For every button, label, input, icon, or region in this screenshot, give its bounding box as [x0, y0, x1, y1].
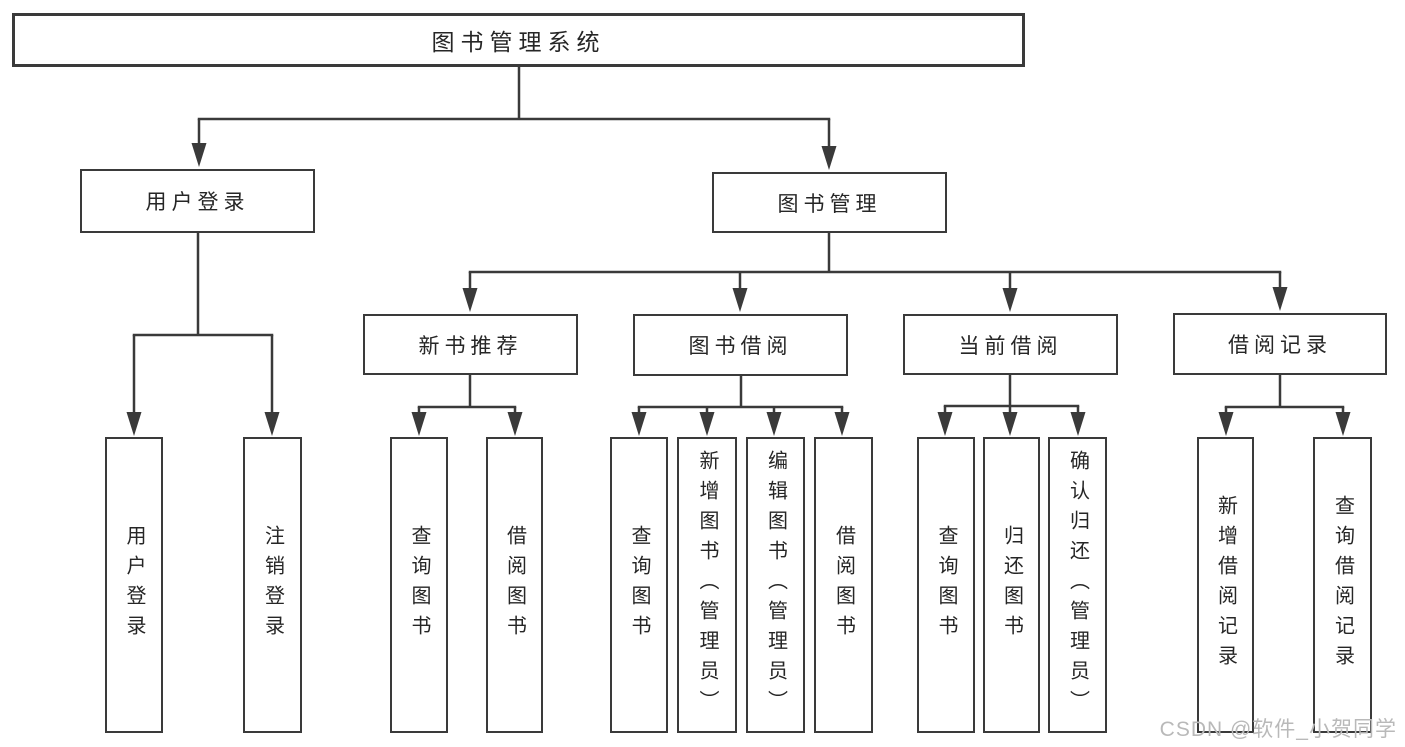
leaf-confirm-return-admin: 确认归还（管理员） [1048, 437, 1107, 733]
leaf-user-login: 用户登录 [105, 437, 163, 733]
leaf-borrow-books-1: 借阅图书 [486, 437, 543, 733]
node-borrow-record: 借阅记录 [1173, 313, 1387, 375]
node-book-management: 图书管理 [712, 172, 947, 233]
csdn-watermark: CSDN @软件_小贺同学 [1159, 718, 1397, 741]
leaf-edit-book-admin: 编辑图书（管理员） [746, 437, 805, 733]
leaf-borrow-books-2: 借阅图书 [814, 437, 873, 733]
leaf-label: 查询图书 [935, 525, 957, 645]
leaf-label: 查询图书 [408, 525, 430, 645]
arrowheads [126, 143, 1351, 436]
node-new-book-recommend: 新书推荐 [363, 314, 578, 375]
leaf-label: 归还图书 [1000, 525, 1023, 645]
leaf-add-borrow-record: 新增借阅记录 [1197, 437, 1254, 733]
leaf-label: 借阅图书 [832, 525, 855, 645]
leaf-query-books-3: 查询图书 [917, 437, 975, 733]
leaf-label: 确认归还（管理员） [1066, 450, 1089, 720]
leaf-label: 注销登录 [261, 525, 284, 645]
leaf-return-book: 归还图书 [983, 437, 1040, 733]
leaf-label: 新增借阅记录 [1214, 495, 1237, 675]
leaf-label: 借阅图书 [503, 525, 526, 645]
leaf-label: 用户登录 [123, 525, 145, 645]
leaf-query-borrow-record: 查询借阅记录 [1313, 437, 1372, 733]
node-book-borrow: 图书借阅 [633, 314, 848, 376]
node-library-system: 图书管理系统 [12, 13, 1025, 67]
leaf-logout: 注销登录 [243, 437, 302, 733]
leaf-label: 新增图书（管理员） [696, 450, 718, 720]
leaf-query-books-2: 查询图书 [610, 437, 668, 733]
leaf-query-books-1: 查询图书 [390, 437, 448, 733]
leaf-add-book-admin: 新增图书（管理员） [677, 437, 737, 733]
leaf-label: 查询图书 [628, 525, 650, 645]
node-current-borrow: 当前借阅 [903, 314, 1118, 375]
leaf-label: 编辑图书（管理员） [764, 450, 787, 720]
leaf-label: 查询借阅记录 [1331, 495, 1354, 675]
node-user-login: 用户登录 [80, 169, 315, 233]
